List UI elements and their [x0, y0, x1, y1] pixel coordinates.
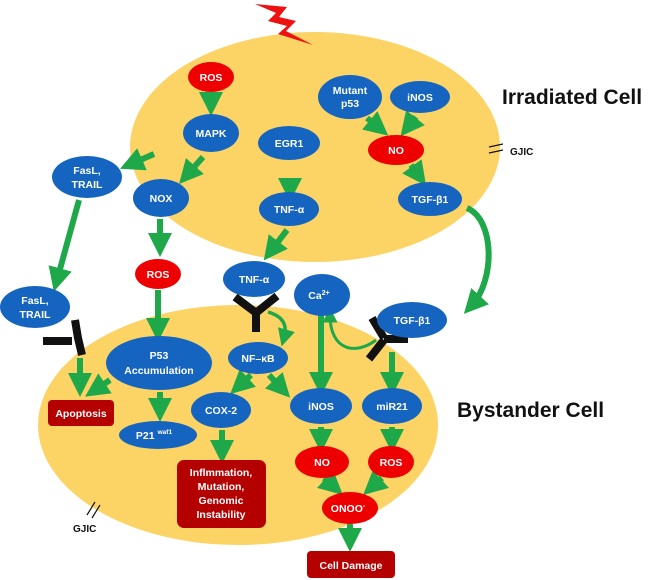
arrow-nfkb-inos [265, 372, 291, 398]
node-no-irradiated[interactable]: NO [368, 135, 424, 165]
svg-text:miR21: miR21 [376, 401, 408, 413]
svg-text:FasL,: FasL, [21, 295, 49, 307]
arrow-fasl-fasl [48, 199, 82, 292]
svg-text:Instability: Instability [196, 509, 245, 521]
node-tgfb1-bystander[interactable]: TGF-β1 [377, 302, 447, 338]
svg-text:Mutation,: Mutation, [198, 481, 245, 493]
node-mutant-p53[interactable]: Mutant p53 [318, 75, 382, 119]
node-mir21[interactable]: miR21 [362, 388, 422, 424]
arrow-nfkb-cox2 [230, 369, 256, 395]
outcome-cell-damage[interactable]: Cell Damage [307, 551, 395, 578]
svg-text:NO: NO [388, 145, 404, 157]
svg-text:TNF-α: TNF-α [239, 274, 270, 286]
node-tnf-alpha-irradiated[interactable]: TNF-α [259, 192, 319, 226]
y-shaped-receptor-icon [365, 315, 408, 362]
node-nfkb[interactable]: NF–κB [228, 342, 288, 374]
arrows [48, 92, 427, 552]
arrow-mapk-nox [179, 155, 206, 184]
node-ros-bystander[interactable]: ROS [368, 446, 414, 478]
arrow-tnf-tnf [263, 228, 290, 261]
gjic-mark-top [488, 143, 504, 154]
svg-text:Accumulation: Accumulation [124, 365, 193, 377]
svg-text:iNOS: iNOS [308, 401, 334, 413]
node-inos-bystander[interactable]: iNOS [290, 388, 352, 424]
node-fasl-trail-bottom[interactable]: FasL, TRAIL [0, 286, 70, 328]
node-nox[interactable]: NOX [133, 179, 189, 217]
svg-text:TRAIL: TRAIL [20, 309, 51, 321]
arrow-mapk-fasl [119, 148, 156, 171]
gjic-label-top: GJIC [510, 147, 533, 158]
arrow-receptor-nfkb-curve [267, 310, 295, 347]
svg-text:NOX: NOX [150, 193, 173, 205]
svg-text:Genomic: Genomic [199, 495, 244, 507]
node-p53-accumulation[interactable]: P53 Accumulation [106, 336, 212, 390]
svg-text:TGF-β1: TGF-β1 [394, 315, 431, 327]
svg-text:Cell Damage: Cell Damage [319, 560, 382, 572]
svg-text:Inflmmation,: Inflmmation, [190, 467, 252, 479]
svg-text:NF–κB: NF–κB [241, 353, 275, 365]
svg-text:Mutant: Mutant [333, 85, 368, 97]
node-onoo[interactable]: ONOO- [322, 492, 378, 524]
node-egr1[interactable]: EGR1 [258, 126, 320, 160]
svg-text:Ca2+: Ca2+ [308, 290, 329, 302]
arrow-no-tgfb1 [402, 159, 427, 186]
svg-text:P53: P53 [150, 350, 169, 362]
svg-text:ROS: ROS [147, 269, 170, 281]
node-cox2[interactable]: COX-2 [191, 392, 251, 428]
svg-text:EGR1: EGR1 [275, 138, 304, 150]
svg-text:COX-2: COX-2 [205, 405, 237, 417]
irradiated-cell-label: Irradiated Cell [502, 86, 642, 109]
svg-text:Apoptosis: Apoptosis [55, 408, 106, 420]
arrow-ros-onoo [363, 470, 389, 496]
arrow-p53-apoptosis [85, 373, 112, 397]
svg-text:ROS: ROS [380, 457, 403, 469]
arrow-mutp53-no [362, 111, 389, 136]
outcome-inflammation[interactable]: Inflmmation, Mutation, Genomic Instabili… [177, 460, 266, 528]
node-no-bystander[interactable]: NO [295, 446, 349, 478]
svg-text:p53: p53 [341, 98, 359, 110]
y-shaped-receptor-icon [232, 292, 280, 332]
node-tnf-alpha-extracellular[interactable]: TNF-α [223, 261, 285, 297]
node-ros-extracellular[interactable]: ROS [135, 259, 181, 289]
node-fasl-trail-top[interactable]: FasL, TRAIL [52, 156, 122, 198]
node-tgfb1-irradiated[interactable]: TGF-β1 [398, 182, 462, 216]
svg-text:MAPK: MAPK [196, 128, 227, 140]
node-inos-irradiated[interactable]: iNOS [390, 81, 450, 113]
svg-text:NO: NO [314, 457, 330, 469]
gjic-label-bottom: GJIC [73, 524, 96, 535]
arrow-no-onoo [317, 470, 343, 496]
arrow-tgfb1-curve [463, 205, 492, 314]
y-shaped-receptor-icon [43, 319, 86, 356]
arrow-inos-no [400, 110, 425, 137]
svg-text:TGF-β1: TGF-β1 [412, 194, 449, 206]
svg-text:TRAIL: TRAIL [72, 179, 103, 191]
node-mapk[interactable]: MAPK [183, 114, 239, 152]
svg-text:ONOO-: ONOO- [331, 503, 366, 515]
svg-text:TNF-α: TNF-α [274, 204, 305, 216]
bystander-cell-label: Bystander Cell [457, 399, 604, 422]
node-calcium[interactable]: Ca2+ [294, 274, 350, 316]
svg-text:iNOS: iNOS [407, 92, 433, 104]
outcome-apoptosis[interactable]: Apoptosis [48, 400, 114, 426]
svg-text:FasL,: FasL, [73, 165, 101, 177]
node-ros-irradiated[interactable]: ROS [188, 62, 234, 92]
gjic-mark-bottom [86, 501, 101, 519]
svg-text:ROS: ROS [200, 72, 223, 84]
lightning-bolt-icon [255, 4, 313, 45]
arrow-receptor-ca-curve [322, 307, 377, 350]
